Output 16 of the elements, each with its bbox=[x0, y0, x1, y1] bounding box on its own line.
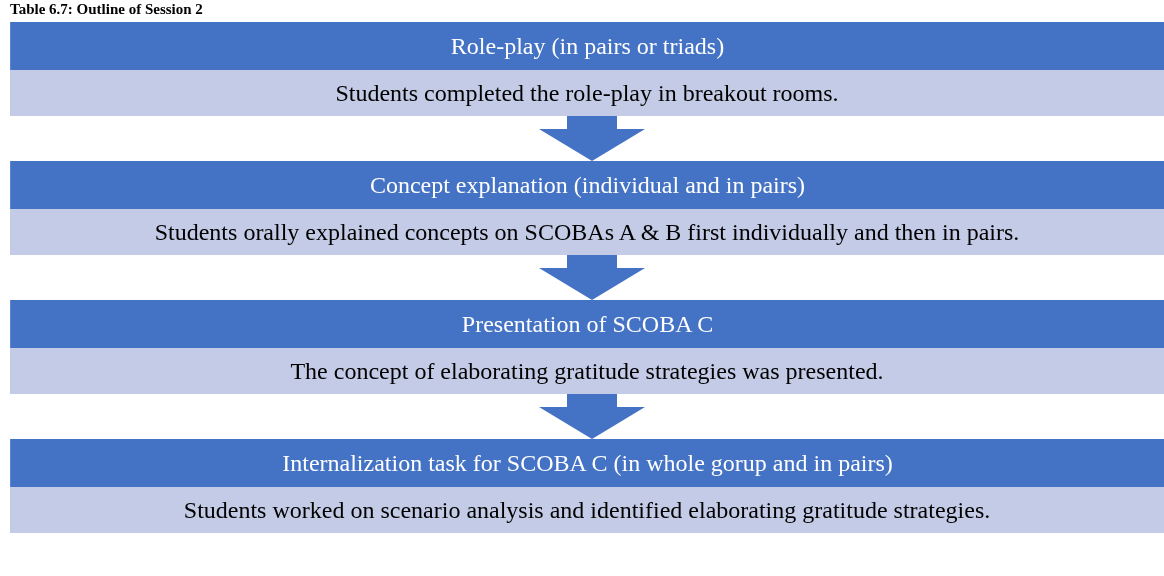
step-heading: Role-play (in pairs or triads) bbox=[10, 22, 1164, 70]
step-card bbox=[10, 439, 1164, 533]
step-heading: Internalization task for SCOBA C (in whole gorup and in pairs) bbox=[10, 439, 1164, 487]
step-card bbox=[10, 300, 1164, 394]
step-heading: Concept explanation (individual and in pairs) bbox=[10, 161, 1164, 209]
step-card bbox=[10, 161, 1164, 255]
table-title: Table 6.7: Outline of Session 2 bbox=[10, 1, 203, 18]
step-description: Students worked on scenario analysis and identified elaborating gratitude strategies. bbox=[10, 487, 1164, 533]
down-block-arrow bbox=[539, 394, 645, 439]
down-block-arrow bbox=[539, 255, 645, 300]
step-description: The concept of elaborating gratitude strategies was presented. bbox=[10, 348, 1164, 394]
step-description: Students orally explained concepts on SCOBAs A & B first individually and then in pairs. bbox=[10, 209, 1164, 255]
step-card bbox=[10, 22, 1164, 116]
step-heading: Presentation of SCOBA C bbox=[10, 300, 1164, 348]
step-description: Students completed the role-play in breakout rooms. bbox=[10, 70, 1164, 116]
down-block-arrow bbox=[539, 116, 645, 161]
